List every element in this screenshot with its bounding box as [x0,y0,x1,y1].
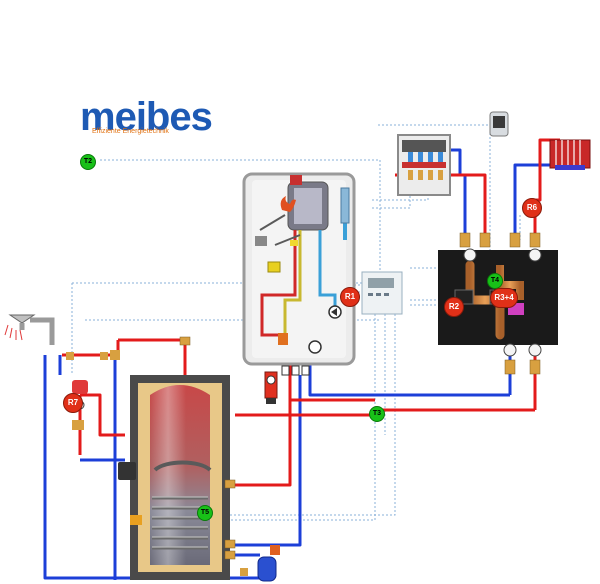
relay-r1: R1 [340,287,360,307]
safety-group [264,371,278,404]
relay-r6: R6 [522,198,542,218]
sensor-t4: T4 [487,273,503,289]
radiator [549,139,591,170]
brand-name: meibes [80,95,213,139]
floor-heating-manifold [397,134,451,196]
sensor-t3: T3 [369,406,385,422]
boiler-unit [242,172,356,376]
relay-r2: R2 [444,297,464,317]
sensor-t2: T2 [80,154,96,170]
storage-tank [118,375,230,580]
shower-tap [4,314,55,345]
room-control-unit [489,111,509,137]
relay-r3-4: R3+4 [490,288,518,308]
sensor-t5: T5 [197,505,213,521]
controller [361,271,403,315]
relay-r7: R7 [63,393,83,413]
brand-tagline: Effiziente Energietechnik [92,128,169,135]
tank-fittings [179,336,236,560]
circulation-assembly [66,350,120,430]
expansion-vessel [240,545,280,582]
